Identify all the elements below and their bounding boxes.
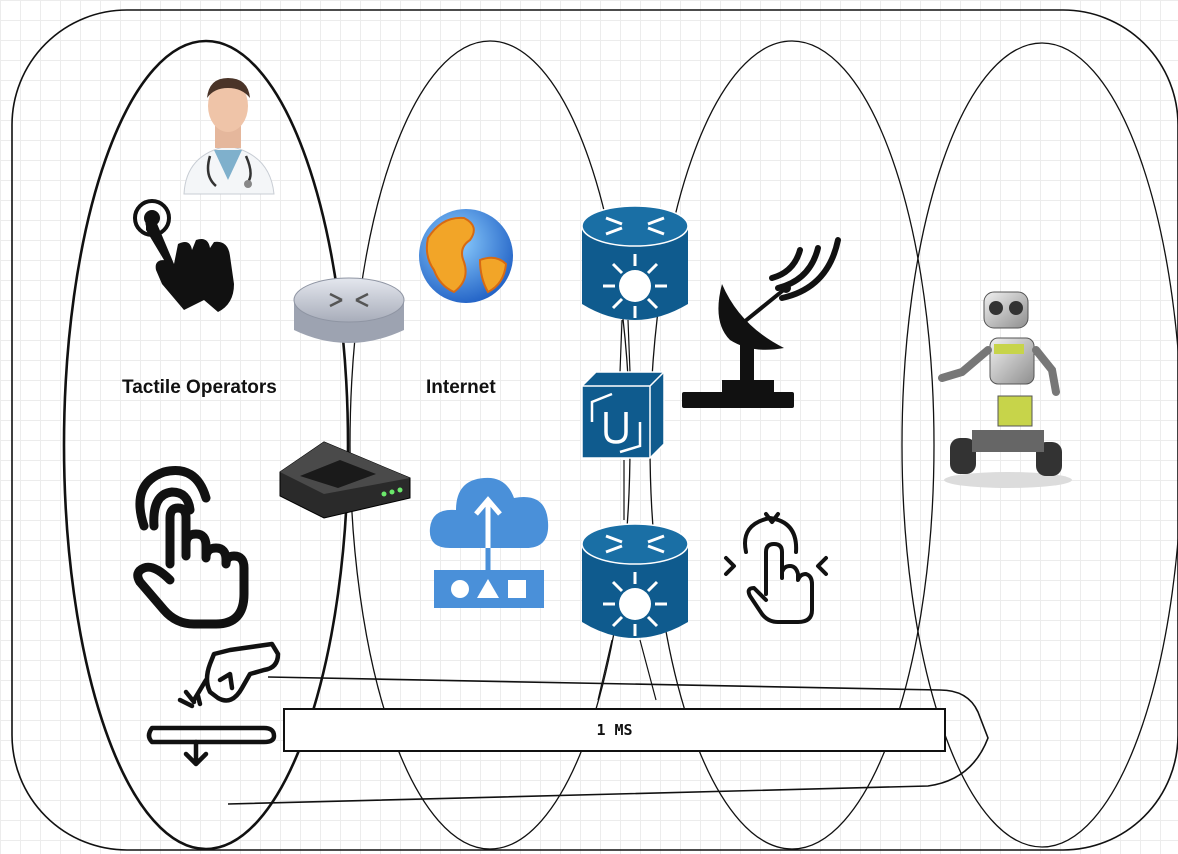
teleoperator-domain-ellipse	[901, 42, 1178, 848]
network-router-icon	[581, 205, 689, 320]
modem-icon	[279, 441, 411, 519]
network-router-icon	[581, 523, 689, 638]
tactile-operators-label: Tactile Operators	[122, 377, 277, 398]
tap-gesture-icon	[724, 512, 828, 624]
latency-bar: 1 MS	[283, 708, 946, 752]
router-icon	[293, 277, 405, 343]
satellite-dish-icon	[682, 237, 841, 408]
finger-press-icon	[146, 641, 281, 767]
touch-hand-icon	[133, 466, 249, 629]
tap-hand-icon	[133, 199, 234, 312]
atm-switch-icon	[581, 371, 665, 459]
outer-boundary	[11, 9, 1178, 851]
doctor-icon	[183, 78, 275, 195]
cloud-network-icon	[429, 477, 549, 608]
globe-icon	[419, 209, 513, 303]
robot-icon	[938, 291, 1072, 488]
operator-domain-ellipse	[62, 39, 350, 851]
latency-arrow-outline	[227, 676, 989, 805]
latency-label: 1 MS	[596, 721, 633, 739]
link-lines	[597, 319, 657, 701]
internet-label: Internet	[426, 377, 496, 398]
